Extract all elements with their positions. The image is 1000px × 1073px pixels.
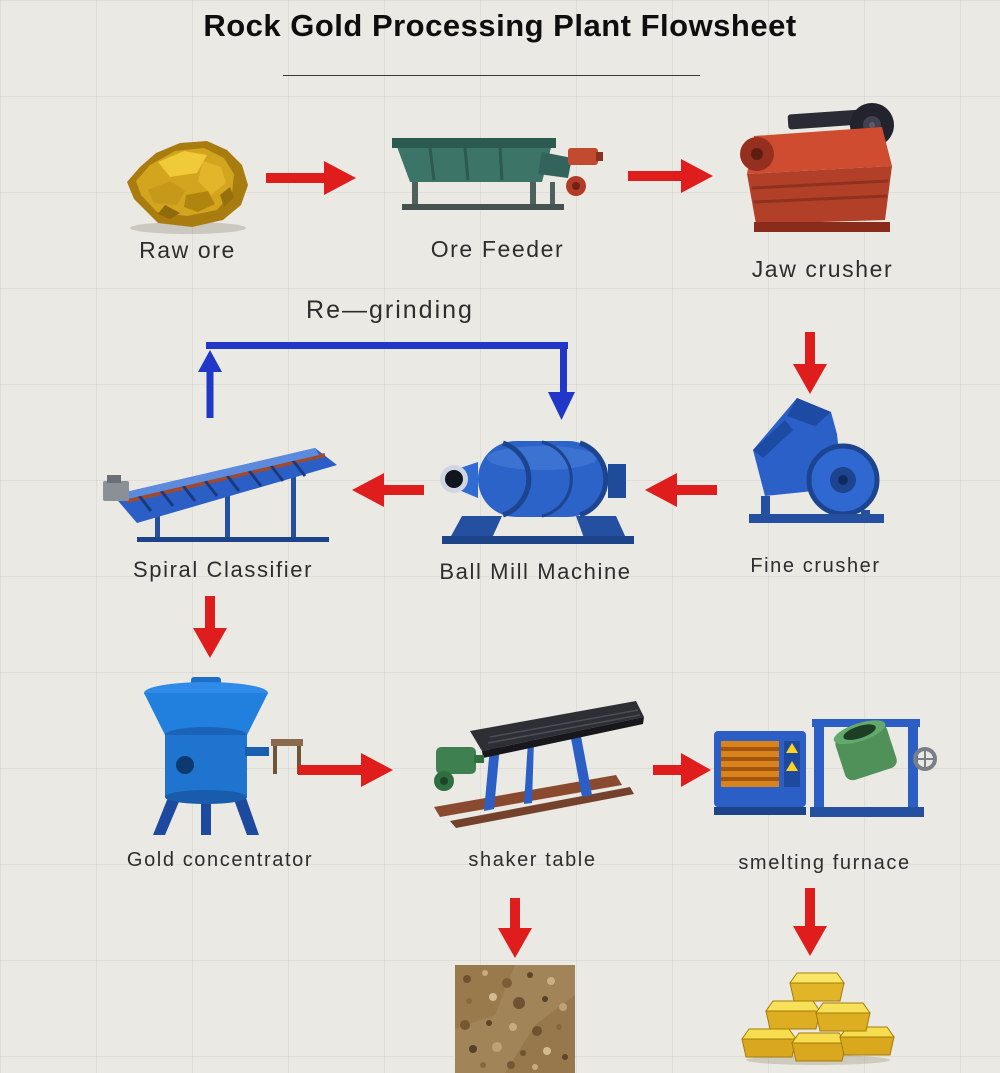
arrow-shaker-table-to-concentrate — [498, 898, 532, 958]
node-shaker-table: shaker table — [420, 695, 645, 872]
arrow-ore-feeder-to-jaw-crusher — [628, 159, 713, 193]
node-ball-mill: Ball Mill Machine — [428, 420, 643, 585]
fine-crusher-image — [749, 398, 884, 523]
smelting-furnace-label: smelting furnace — [738, 852, 911, 874]
node-gold-concentrator: Gold concentrator — [125, 675, 315, 872]
node-raw-ore: Raw ore — [110, 135, 265, 264]
arrow-shaker-table-to-smelting-furnace — [653, 753, 711, 787]
node-smelting-furnace: smelting furnace — [712, 695, 937, 875]
node-gold-bars-photo — [740, 955, 895, 1065]
arrow-ball-mill-to-spiral-classifier — [352, 473, 424, 507]
fine-crusher-label: Fine crusher — [750, 555, 881, 577]
node-spiral-classifier: Spiral Classifier — [103, 435, 343, 583]
ball-mill-label: Ball Mill Machine — [439, 559, 632, 584]
arrow-fine-crusher-to-ball-mill — [645, 473, 717, 507]
raw-ore-label: Raw ore — [139, 237, 236, 263]
shaker-table-label: shaker table — [468, 849, 597, 871]
page-title: Rock Gold Processing Plant Flowsheet — [203, 8, 797, 43]
raw-ore-image — [127, 141, 248, 234]
node-fine-crusher: Fine crusher — [733, 390, 898, 578]
shaker-table-image — [434, 701, 644, 828]
ball-mill-image — [440, 440, 634, 544]
arrow-gold-concentrator-to-shaker-table — [298, 753, 393, 787]
jaw-crusher-label: Jaw crusher — [751, 256, 894, 282]
node-gold-concentrate-photo — [455, 965, 575, 1073]
spiral-classifier-image — [103, 448, 337, 542]
jaw-crusher-image — [740, 103, 894, 232]
gold-concentrate-image — [455, 965, 575, 1073]
arrow-raw-ore-to-ore-feeder — [266, 161, 356, 195]
gold-concentrator-label: Gold concentrator — [126, 849, 314, 871]
spiral-classifier-label: Spiral Classifier — [132, 557, 314, 582]
gold-bars-image — [741, 972, 895, 1065]
arrow-spiral-classifier-to-gold-concentrator — [193, 596, 227, 658]
ore-feeder-label: Ore Feeder — [430, 236, 565, 262]
smelting-furnace-image — [714, 719, 937, 817]
regrinding-blue-path — [198, 342, 575, 420]
regrinding-label: Re—grinding — [306, 296, 474, 324]
gold-concentrator-image — [144, 677, 303, 835]
arrow-jaw-crusher-to-fine-crusher — [793, 332, 827, 394]
node-jaw-crusher: Jaw crusher — [730, 100, 915, 283]
node-ore-feeder: Ore Feeder — [390, 130, 605, 263]
arrow-smelting-furnace-to-gold-bars — [793, 888, 827, 956]
title-underline — [283, 75, 700, 76]
ore-feeder-image — [392, 138, 603, 210]
